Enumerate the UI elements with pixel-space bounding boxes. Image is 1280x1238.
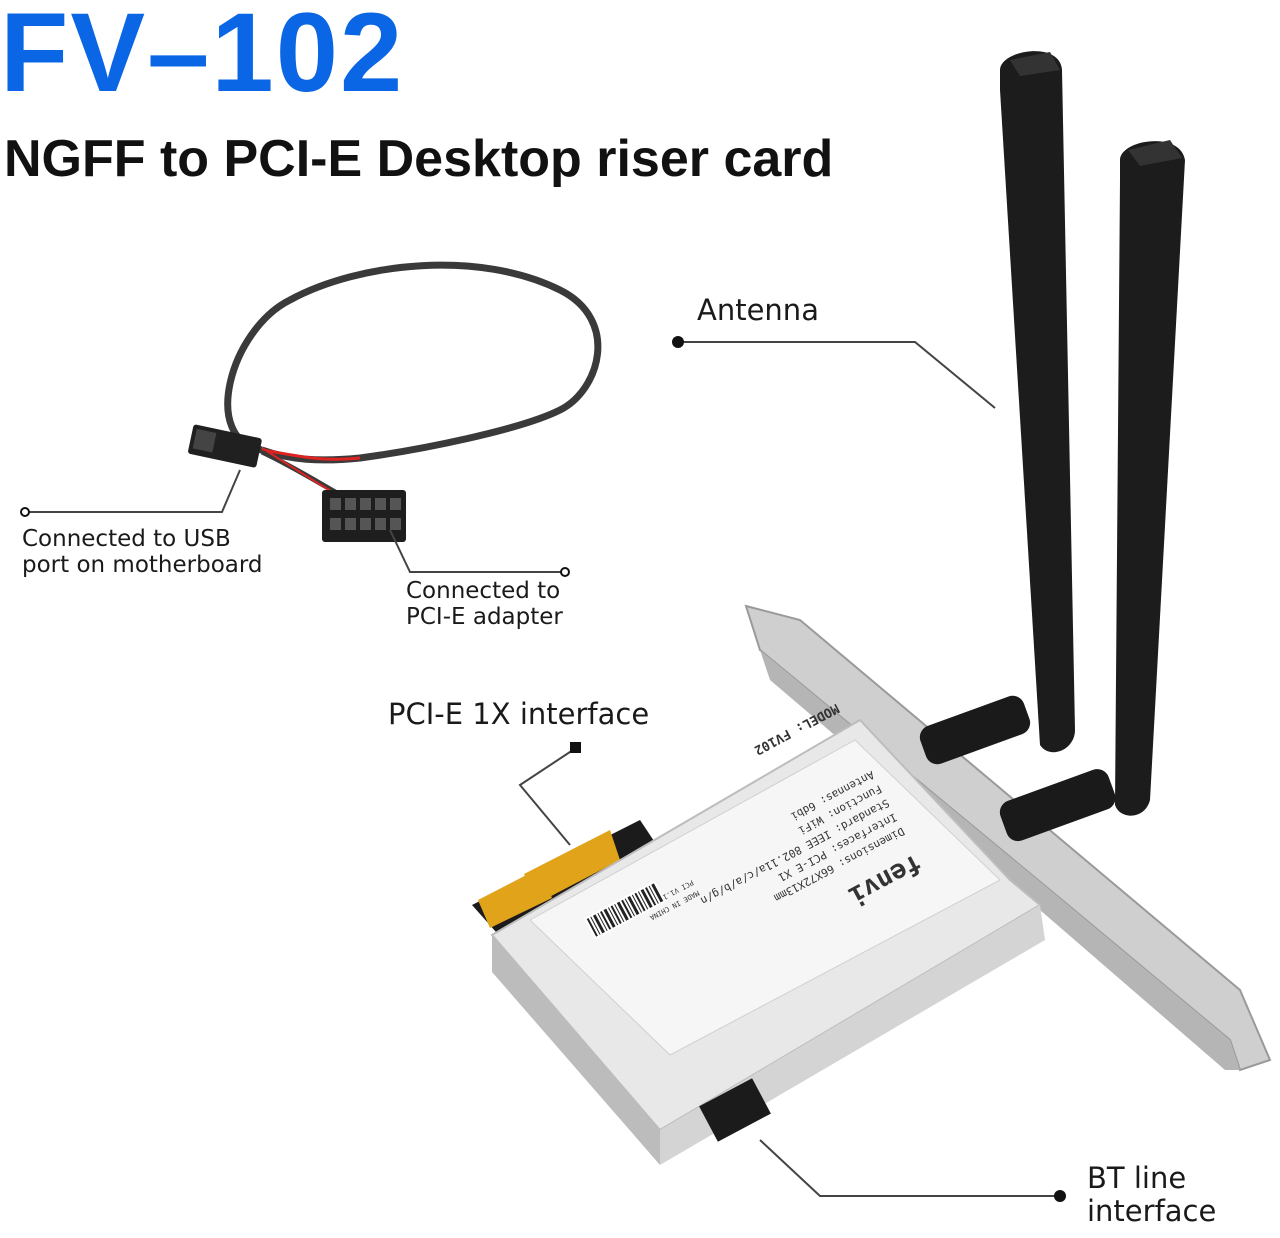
- antenna-left: [919, 51, 1075, 765]
- bt-port: [699, 1078, 771, 1142]
- callout-usb-line1: Connected to USB: [22, 526, 231, 552]
- callout-pcie-adapter-line2: PCI-E adapter: [406, 604, 563, 630]
- callout-usb: Connected to USB port on motherboard: [22, 526, 263, 578]
- pcie-adapter-connector: [322, 490, 406, 542]
- callout-pcie-adapter: Connected to PCI-E adapter: [406, 578, 563, 630]
- adapter-card: [472, 718, 1045, 1165]
- usb-header-connector: [188, 424, 262, 468]
- usb-cable: [224, 261, 602, 503]
- barcode: [584, 880, 666, 940]
- callout-pcie-adapter-line1: Connected to: [406, 578, 561, 604]
- callout-pcie-interface: PCI-E 1X interface: [388, 697, 650, 731]
- leader-dots: [20, 336, 1066, 1202]
- callout-bt-line1: BT line: [1087, 1161, 1187, 1195]
- callout-bt-interface: BT line interface: [1087, 1162, 1216, 1228]
- callout-usb-line2: port on motherboard: [22, 552, 263, 578]
- product-title: FV–102: [0, 0, 405, 115]
- callout-bt-line2: interface: [1087, 1194, 1217, 1228]
- callout-antenna: Antenna: [697, 293, 819, 327]
- antenna-right: [999, 140, 1185, 842]
- product-subtitle: NGFF to PCI-E Desktop riser card: [4, 130, 834, 188]
- leader-lines: [25, 341, 1060, 1197]
